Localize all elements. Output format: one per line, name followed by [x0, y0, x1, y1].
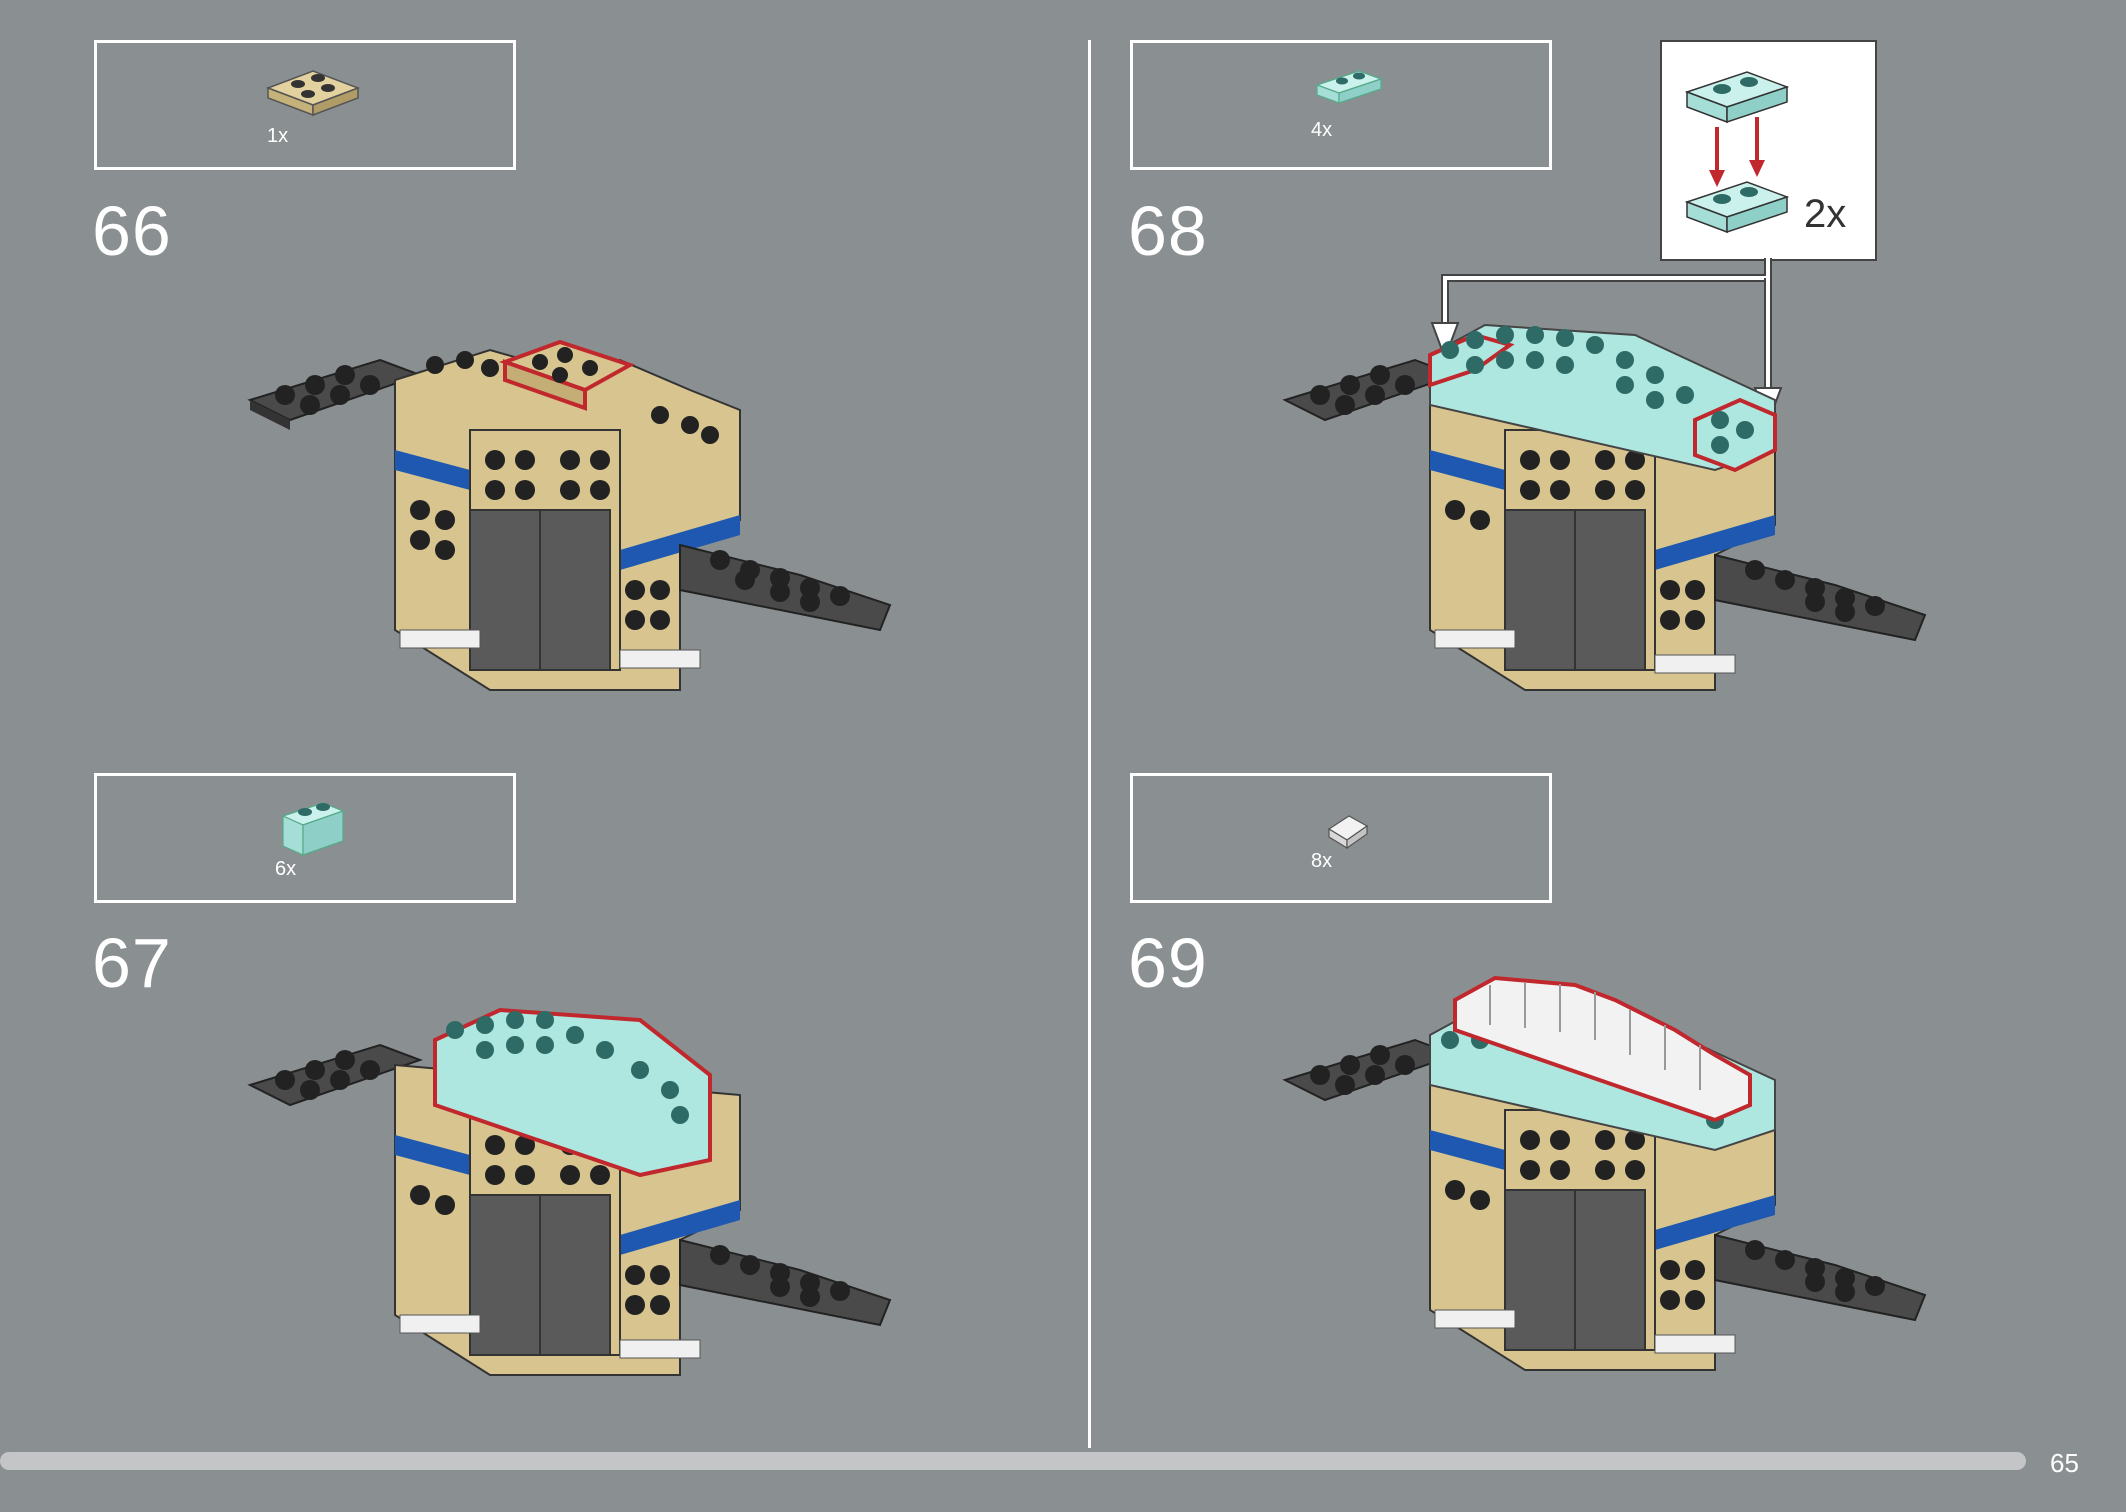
step-number-67: 67 — [92, 924, 172, 1002]
parts-box-step-68: 4x — [1130, 40, 1552, 170]
model-step-69 — [1282, 975, 1927, 1371]
step-number-69: 69 — [1128, 924, 1208, 1002]
tan-plate-2x2-icon — [265, 70, 361, 117]
trans-clear-slope-icon — [1327, 815, 1369, 850]
parts-qty-67: 6x — [275, 858, 297, 880]
sub-assembly-callout: 2x — [1660, 40, 1877, 261]
parts-qty-69: 8x — [1311, 850, 1333, 872]
parts-box-step-66: 1x — [94, 40, 516, 170]
model-step-67 — [247, 1007, 892, 1376]
parts-qty-66: 1x — [267, 125, 289, 147]
page-number: 65 — [2050, 1448, 2079, 1478]
parts-box-step-67: 6x — [94, 773, 516, 903]
trans-light-blue-plate-1x2-icon — [1315, 70, 1383, 104]
step-number-68: 68 — [1128, 192, 1208, 270]
parts-box-step-69: 8x — [1130, 773, 1552, 903]
model-step-68 — [1282, 323, 1927, 691]
progress-bar — [0, 1452, 2026, 1470]
sub-assembly-diagram — [1684, 71, 1790, 234]
callout-arrows — [1430, 258, 1783, 426]
trans-light-blue-brick-1x2-icon — [281, 802, 345, 856]
step-number-66: 66 — [92, 192, 172, 270]
model-step-66 — [247, 339, 892, 691]
page-divider — [1088, 40, 1091, 1448]
callout-qty: 2x — [1804, 192, 1847, 236]
parts-qty-68: 4x — [1311, 119, 1333, 141]
